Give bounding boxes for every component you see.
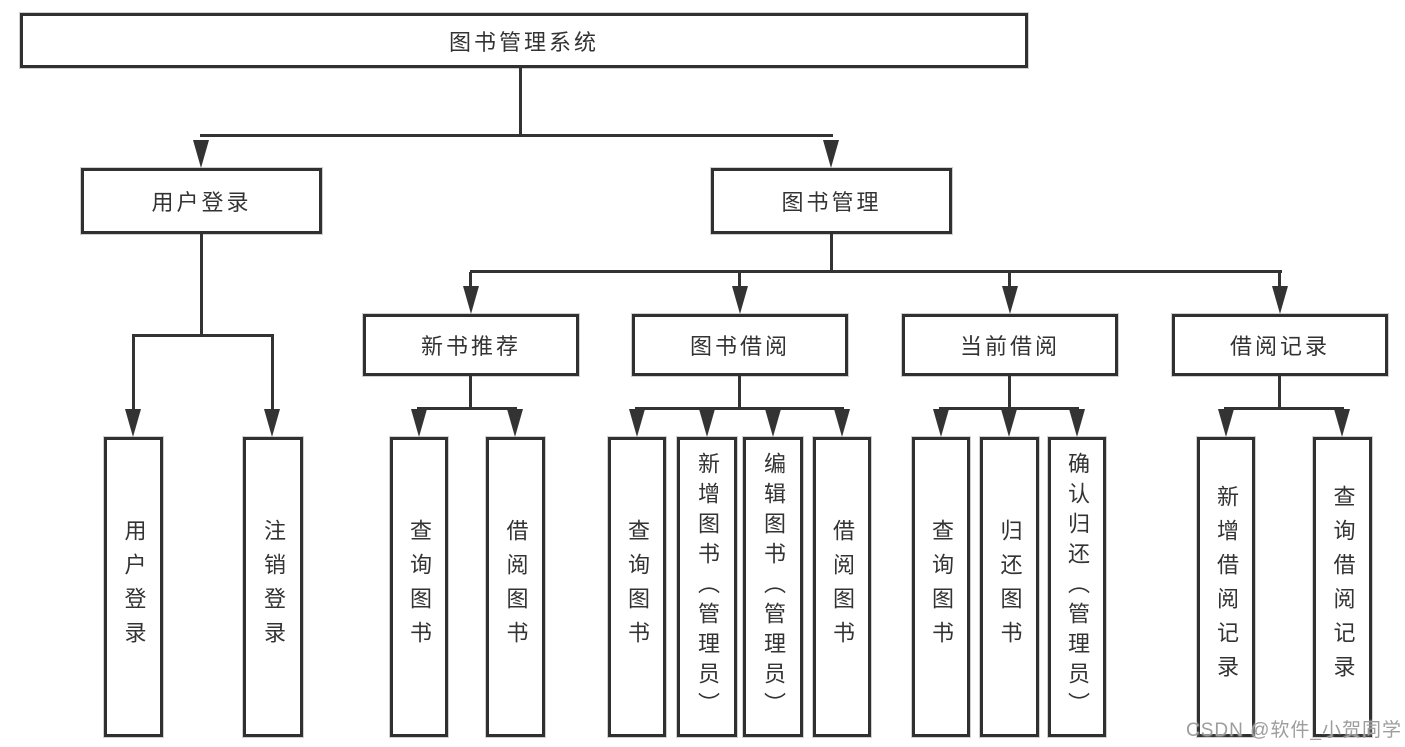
node-book-borrow-label: 图书借阅 <box>689 334 790 359</box>
node-current-borrow: 当前借阅 <box>902 314 1118 376</box>
tree-line-h <box>132 334 274 337</box>
arrow-down-icon <box>1272 286 1288 314</box>
leaf-query-book-3-label: 查询图书 <box>929 519 954 655</box>
leaf-query-book-2-label: 查询图书 <box>625 519 650 655</box>
tree-line-v <box>132 336 135 412</box>
tree-line-v <box>738 272 741 290</box>
node-current-borrow-label: 当前借阅 <box>959 334 1060 359</box>
arrow-down-icon <box>264 409 280 437</box>
arrow-down-icon <box>1218 409 1234 437</box>
leaf-borrow-book-label: 借阅图书 <box>503 519 529 655</box>
tree-line-v <box>830 234 833 273</box>
leaf-logout-label: 注销登录 <box>261 519 286 655</box>
arrow-down-icon <box>732 286 748 314</box>
leaf-user-login-label: 用户登录 <box>121 519 147 655</box>
arrow-down-icon <box>1002 286 1018 314</box>
node-new-book-rec: 新书推荐 <box>363 314 579 376</box>
tree-line-h <box>939 407 1079 410</box>
node-new-book-rec-label: 新书推荐 <box>420 334 521 359</box>
node-borrow-record: 借阅记录 <box>1172 314 1388 376</box>
leaf-query-borrow-record-label: 查询借阅记录 <box>1330 485 1356 689</box>
csdn-watermark: CSDN @软件_小贺同学 <box>1186 720 1402 741</box>
leaf-query-book: 查询图书 <box>390 437 448 737</box>
node-root: 图书管理系统 <box>20 13 1028 68</box>
tree-line-v <box>1278 376 1281 410</box>
leaf-add-book-admin-label: 新增图书（管理员） <box>695 452 720 722</box>
node-borrow-record-label: 借阅记录 <box>1229 334 1330 359</box>
leaf-borrow-book-2-label: 借阅图书 <box>830 519 855 655</box>
arrow-down-icon <box>629 409 645 437</box>
leaf-query-book-2: 查询图书 <box>608 437 666 737</box>
arrow-down-icon <box>823 140 839 168</box>
tree-line-h <box>417 407 517 410</box>
tree-line-v <box>1278 272 1281 290</box>
arrow-down-icon <box>507 409 523 437</box>
arrow-down-icon <box>125 409 141 437</box>
leaf-logout: 注销登录 <box>243 437 303 737</box>
leaf-return-book-label: 归还图书 <box>997 519 1023 655</box>
arrow-down-icon <box>463 286 479 314</box>
leaf-return-book: 归还图书 <box>980 437 1039 737</box>
node-book-mgmt: 图书管理 <box>711 168 952 234</box>
node-user-login-label: 用户登录 <box>151 190 252 215</box>
node-book-borrow: 图书借阅 <box>632 314 848 376</box>
tree-line-h <box>200 134 833 137</box>
node-user-login: 用户登录 <box>81 168 322 234</box>
arrow-down-icon <box>933 409 949 437</box>
leaf-user-login: 用户登录 <box>104 437 163 737</box>
leaf-add-book-admin: 新增图书（管理员） <box>677 437 737 737</box>
arrow-down-icon <box>699 409 715 437</box>
arrow-down-icon <box>1069 409 1085 437</box>
arrow-down-icon <box>1001 409 1017 437</box>
leaf-add-borrow-record: 新增借阅记录 <box>1197 437 1255 737</box>
tree-line-h <box>1224 407 1344 410</box>
tree-line-v <box>200 234 203 337</box>
tree-line-v <box>519 68 522 136</box>
leaf-edit-book-admin-label: 编辑图书（管理员） <box>761 452 786 722</box>
leaf-edit-book-admin: 编辑图书（管理员） <box>743 437 803 737</box>
arrow-down-icon <box>411 409 427 437</box>
arrow-down-icon <box>834 409 850 437</box>
leaf-query-book-label: 查询图书 <box>407 519 432 655</box>
tree-line-v <box>738 376 741 410</box>
leaf-confirm-return-admin-label: 确认归还（管理员） <box>1065 452 1090 722</box>
tree-line-v <box>1008 272 1011 290</box>
tree-line-h <box>635 407 844 410</box>
tree-line-v <box>1008 376 1011 410</box>
arrow-down-icon <box>193 140 209 168</box>
leaf-add-borrow-record-label: 新增借阅记录 <box>1214 485 1239 689</box>
leaf-borrow-book: 借阅图书 <box>486 437 545 737</box>
leaf-borrow-book-2: 借阅图书 <box>813 437 871 737</box>
tree-line-h <box>470 270 1282 273</box>
leaf-query-book-3: 查询图书 <box>912 437 970 737</box>
arrow-down-icon <box>765 409 781 437</box>
tree-line-v <box>469 272 472 290</box>
leaf-query-borrow-record: 查询借阅记录 <box>1313 437 1372 737</box>
tree-line-v <box>271 336 274 412</box>
node-book-mgmt-label: 图书管理 <box>781 190 882 215</box>
node-root-label: 图书管理系统 <box>448 29 599 55</box>
leaf-confirm-return-admin: 确认归还（管理员） <box>1048 437 1106 737</box>
arrow-down-icon <box>1334 409 1350 437</box>
tree-line-v <box>469 376 472 410</box>
